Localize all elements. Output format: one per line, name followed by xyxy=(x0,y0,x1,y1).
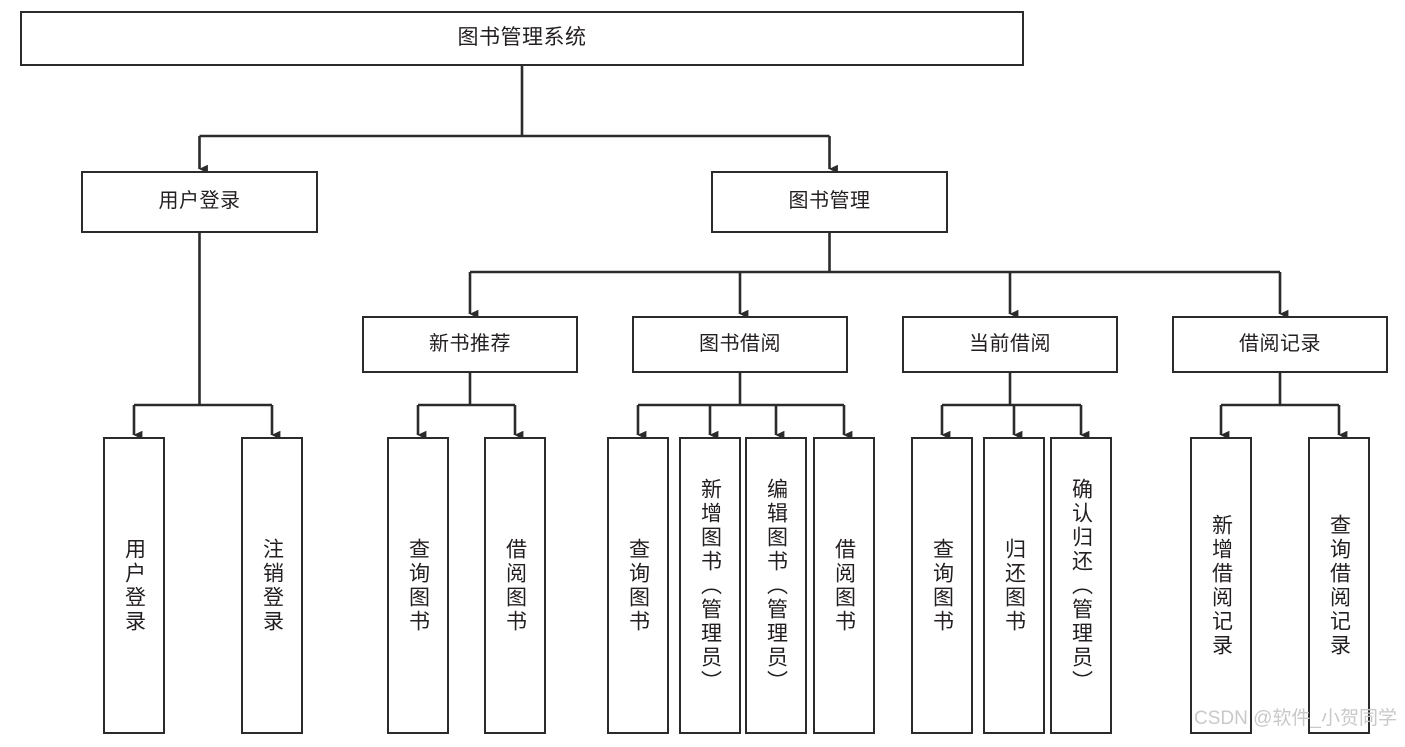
node-root-label: 图书管理系统 xyxy=(457,26,587,50)
node-leaf-borrow-query-book[interactable]: 查询图书 xyxy=(607,437,669,734)
node-leaf-cur-confirm-return[interactable]: 确认归还（管理员） xyxy=(1050,437,1112,734)
node-leaf-rec-add-record[interactable]: 新增借阅记录 xyxy=(1190,437,1252,734)
node-leaf-borrow-add-book[interactable]: 新增图书（管理员） xyxy=(679,437,741,734)
node-leaf-rec-query-record[interactable]: 查询借阅记录 xyxy=(1308,437,1370,734)
node-leaf-user-logout-label: 注销登录 xyxy=(260,537,284,634)
node-borrow-record-label: 借阅记录 xyxy=(1239,332,1321,355)
node-leaf-rec-borrow-book-label: 借阅图书 xyxy=(503,537,527,634)
node-book-borrow[interactable]: 图书借阅 xyxy=(632,316,848,373)
connector-group xyxy=(132,66,1348,440)
node-current-borrow[interactable]: 当前借阅 xyxy=(902,316,1118,373)
node-book-borrow-label: 图书借阅 xyxy=(699,332,781,355)
node-book-manage-label: 图书管理 xyxy=(788,190,871,213)
node-leaf-rec-borrow-book[interactable]: 借阅图书 xyxy=(484,437,546,734)
node-leaf-user-logout[interactable]: 注销登录 xyxy=(241,437,303,734)
node-leaf-cur-confirm-return-label: 确认归还（管理员） xyxy=(1069,477,1093,694)
node-borrow-record[interactable]: 借阅记录 xyxy=(1172,316,1388,373)
node-leaf-borrow-add-book-label: 新增图书（管理员） xyxy=(698,477,722,694)
node-leaf-borrow-query-book-label: 查询图书 xyxy=(626,537,650,634)
node-leaf-rec-query-book[interactable]: 查询图书 xyxy=(387,437,449,734)
node-leaf-borrow-borrow-book-label: 借阅图书 xyxy=(832,537,856,634)
node-user-login-label: 用户登录 xyxy=(158,190,241,213)
node-leaf-cur-return-book-label: 归还图书 xyxy=(1002,537,1026,634)
node-leaf-user-login-label: 用户登录 xyxy=(122,537,146,634)
node-leaf-rec-query-record-label: 查询借阅记录 xyxy=(1327,513,1351,658)
node-leaf-cur-query-book[interactable]: 查询图书 xyxy=(911,437,973,734)
node-current-borrow-label: 当前借阅 xyxy=(969,332,1051,355)
node-book-manage[interactable]: 图书管理 xyxy=(711,171,948,233)
node-new-book-rec-label: 新书推荐 xyxy=(429,332,511,355)
node-leaf-borrow-borrow-book[interactable]: 借阅图书 xyxy=(813,437,875,734)
node-leaf-cur-return-book[interactable]: 归还图书 xyxy=(983,437,1045,734)
node-user-login[interactable]: 用户登录 xyxy=(81,171,318,233)
node-leaf-borrow-edit-book[interactable]: 编辑图书（管理员） xyxy=(745,437,807,734)
node-leaf-rec-add-record-label: 新增借阅记录 xyxy=(1209,513,1233,658)
node-leaf-rec-query-book-label: 查询图书 xyxy=(406,537,430,634)
node-leaf-cur-query-book-label: 查询图书 xyxy=(930,537,954,634)
node-leaf-borrow-edit-book-label: 编辑图书（管理员） xyxy=(764,477,788,694)
node-new-book-rec[interactable]: 新书推荐 xyxy=(362,316,578,373)
node-leaf-user-login[interactable]: 用户登录 xyxy=(103,437,165,734)
node-root[interactable]: 图书管理系统 xyxy=(20,11,1024,66)
